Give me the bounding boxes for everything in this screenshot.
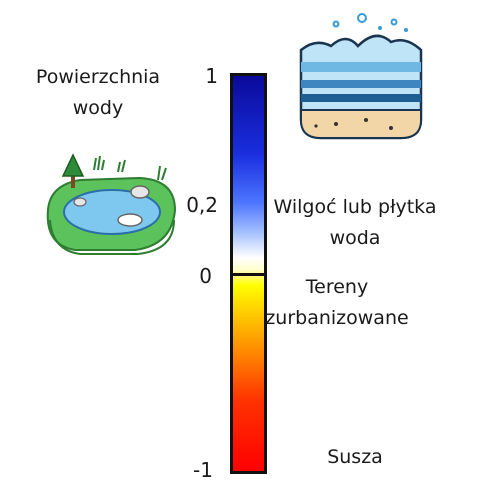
tick-0-2: 0,2: [186, 193, 218, 217]
label-water-surface: Powierzchnia wody: [35, 66, 161, 119]
zero-divider: [230, 273, 267, 276]
label-moisture: Wilgoć lub płytka woda: [273, 196, 437, 249]
label-urban: Tereny zurbanizowane: [265, 276, 409, 329]
tick-0: 0: [199, 264, 212, 288]
tick-minus-1: -1: [193, 458, 213, 482]
pond-icon: [46, 153, 177, 255]
water-layers-icon: [299, 13, 423, 140]
label-drought: Susza: [327, 446, 383, 468]
tick-1: 1: [205, 64, 218, 88]
